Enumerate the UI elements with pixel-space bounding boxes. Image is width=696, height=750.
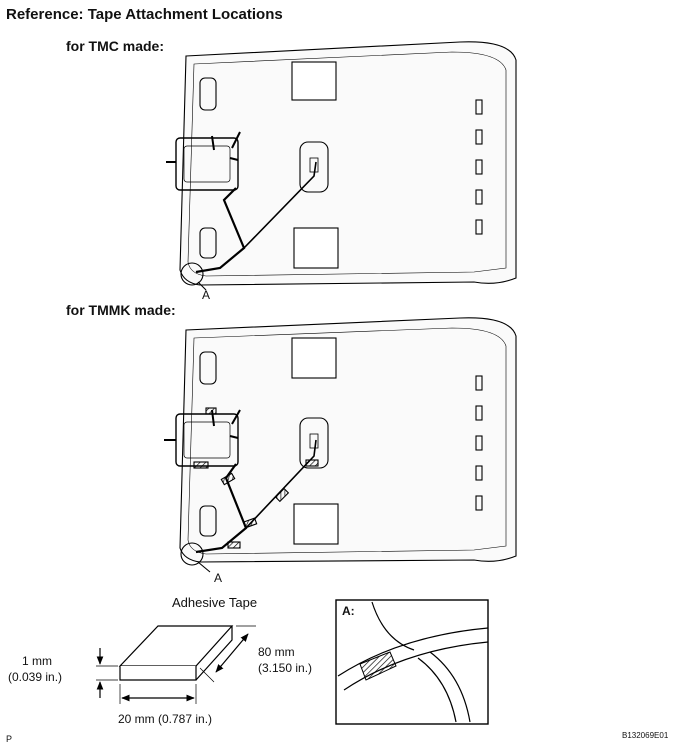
tmmk-label: for TMMK made: bbox=[66, 302, 176, 318]
tape-length-mm: 80 mm bbox=[258, 645, 295, 659]
inset-label: A: bbox=[342, 604, 355, 618]
tape-detail bbox=[96, 625, 256, 704]
tmc-callout-a: A bbox=[202, 288, 211, 302]
page-title: Reference: Tape Attachment Locations bbox=[6, 6, 283, 23]
tape-width: 20 mm (0.787 in.) bbox=[118, 712, 213, 726]
inset-a-detail bbox=[335, 599, 489, 725]
tmmk-headliner-diagram bbox=[164, 317, 517, 573]
tmc-label: for TMC made: bbox=[66, 38, 164, 54]
tape-title: Adhesive Tape bbox=[172, 595, 258, 610]
tmc-headliner-diagram bbox=[166, 41, 517, 291]
tape-thickness-in: (0.039 in.) bbox=[8, 670, 63, 684]
tmmk-callout-a: A bbox=[214, 571, 223, 585]
footer-left: P bbox=[6, 734, 13, 744]
tape-thickness-mm: 1 mm bbox=[22, 654, 52, 668]
figure-id: B132069E01 bbox=[622, 731, 669, 740]
tape-length-in: (3.150 in.) bbox=[258, 661, 313, 675]
